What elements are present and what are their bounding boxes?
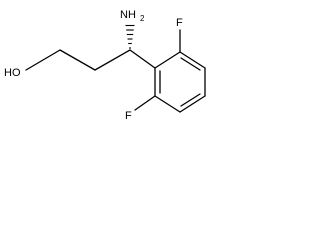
amino-label: NH	[120, 9, 136, 21]
benzene-ring	[154, 51, 206, 113]
structure-diagram: HO NH 2 F F	[4, 9, 206, 122]
bond-c-f-bottom	[134, 95, 156, 111]
amino-subscript: 2	[140, 14, 145, 23]
bond-c2-c3	[94, 49, 131, 71]
bond-o-c1	[25, 49, 61, 71]
stereo-hashed-bond	[125, 24, 135, 49]
bond-c3-ring	[129, 49, 156, 69]
bond-c1-c2	[59, 49, 96, 71]
fluorine-top-label: F	[176, 17, 183, 29]
hydroxyl-label: HO	[4, 67, 21, 79]
amino-group-label: NH 2	[120, 9, 145, 23]
fluorine-bottom-label: F	[125, 110, 132, 122]
